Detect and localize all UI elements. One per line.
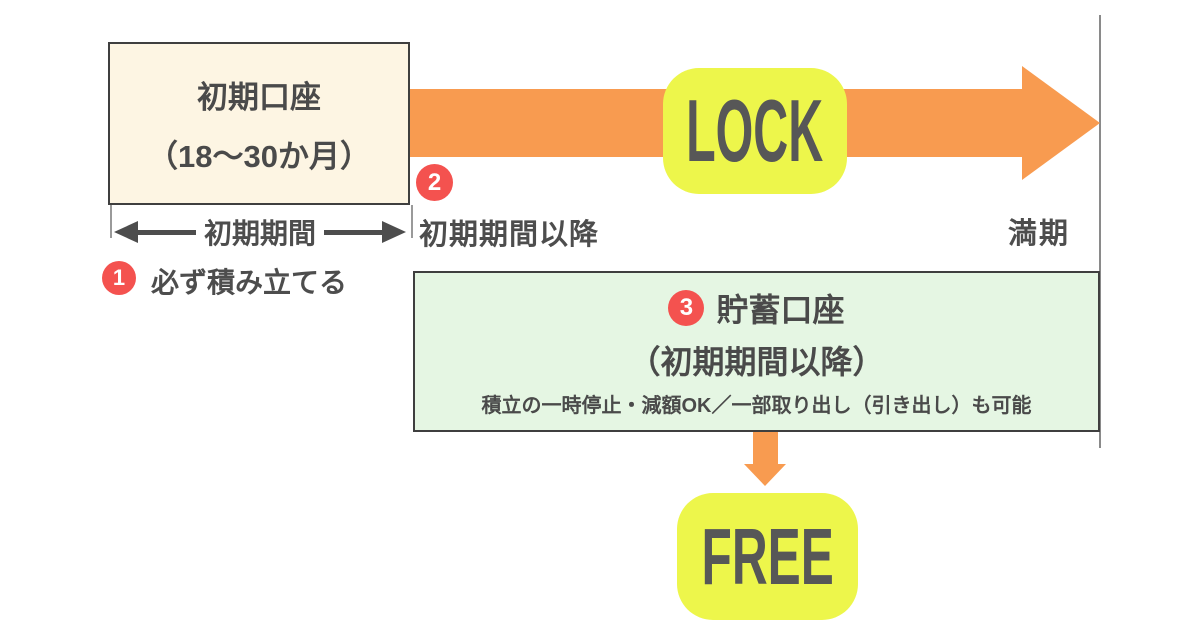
savings-account-box: 3 貯蓄口座 （初期期間以降） 積立の一時停止・減額OK／一部取り出し（引き出し…	[413, 271, 1100, 432]
period-arrow-shaft	[324, 229, 383, 235]
initial-period-range-arrow: 初期期間	[114, 217, 407, 249]
period-tick-right	[411, 205, 413, 238]
maturity-label: 満期	[1008, 218, 1071, 250]
initial-account-box: 初期口座 （18～30か月）	[108, 42, 410, 205]
down-arrow-head-icon	[744, 464, 786, 486]
timeline-end-line	[1099, 15, 1101, 448]
step2-number-badge: 2	[416, 164, 453, 201]
step2-label: 初期期間以降	[419, 219, 600, 251]
timeline-arrow-head-icon	[1022, 66, 1100, 180]
savings-account-note: 積立の一時停止・減額OK／一部取り出し（引き出し）も可能	[481, 395, 1032, 417]
step3-number-badge: 3	[668, 290, 705, 326]
period-arrow-shaft	[138, 229, 196, 235]
step1-label: 必ず積み立てる	[151, 267, 348, 298]
free-badge: FREE	[677, 493, 858, 620]
arrowhead-left-icon	[114, 221, 138, 243]
savings-box-title-row: 3 貯蓄口座	[668, 285, 845, 331]
step3-number: 3	[679, 294, 694, 321]
initial-period-label: 初期期間	[204, 218, 317, 249]
period-tick-left	[110, 205, 112, 238]
lock-badge-label: LOCK	[686, 81, 824, 180]
lock-badge: LOCK	[663, 68, 847, 194]
step1-number: 1	[112, 265, 126, 290]
free-badge-label: FREE	[701, 511, 834, 601]
step2-number: 2	[427, 168, 442, 196]
arrowhead-right-icon	[382, 221, 407, 243]
step1-number-badge: 1	[102, 261, 136, 295]
savings-account-title: 貯蓄口座	[716, 292, 845, 328]
down-arrow-shaft	[753, 431, 778, 465]
initial-account-title: 初期口座	[197, 79, 321, 115]
initial-account-subtitle: （18～30か月）	[147, 138, 371, 174]
savings-account-subtitle: （初期期間以降）	[628, 344, 885, 380]
